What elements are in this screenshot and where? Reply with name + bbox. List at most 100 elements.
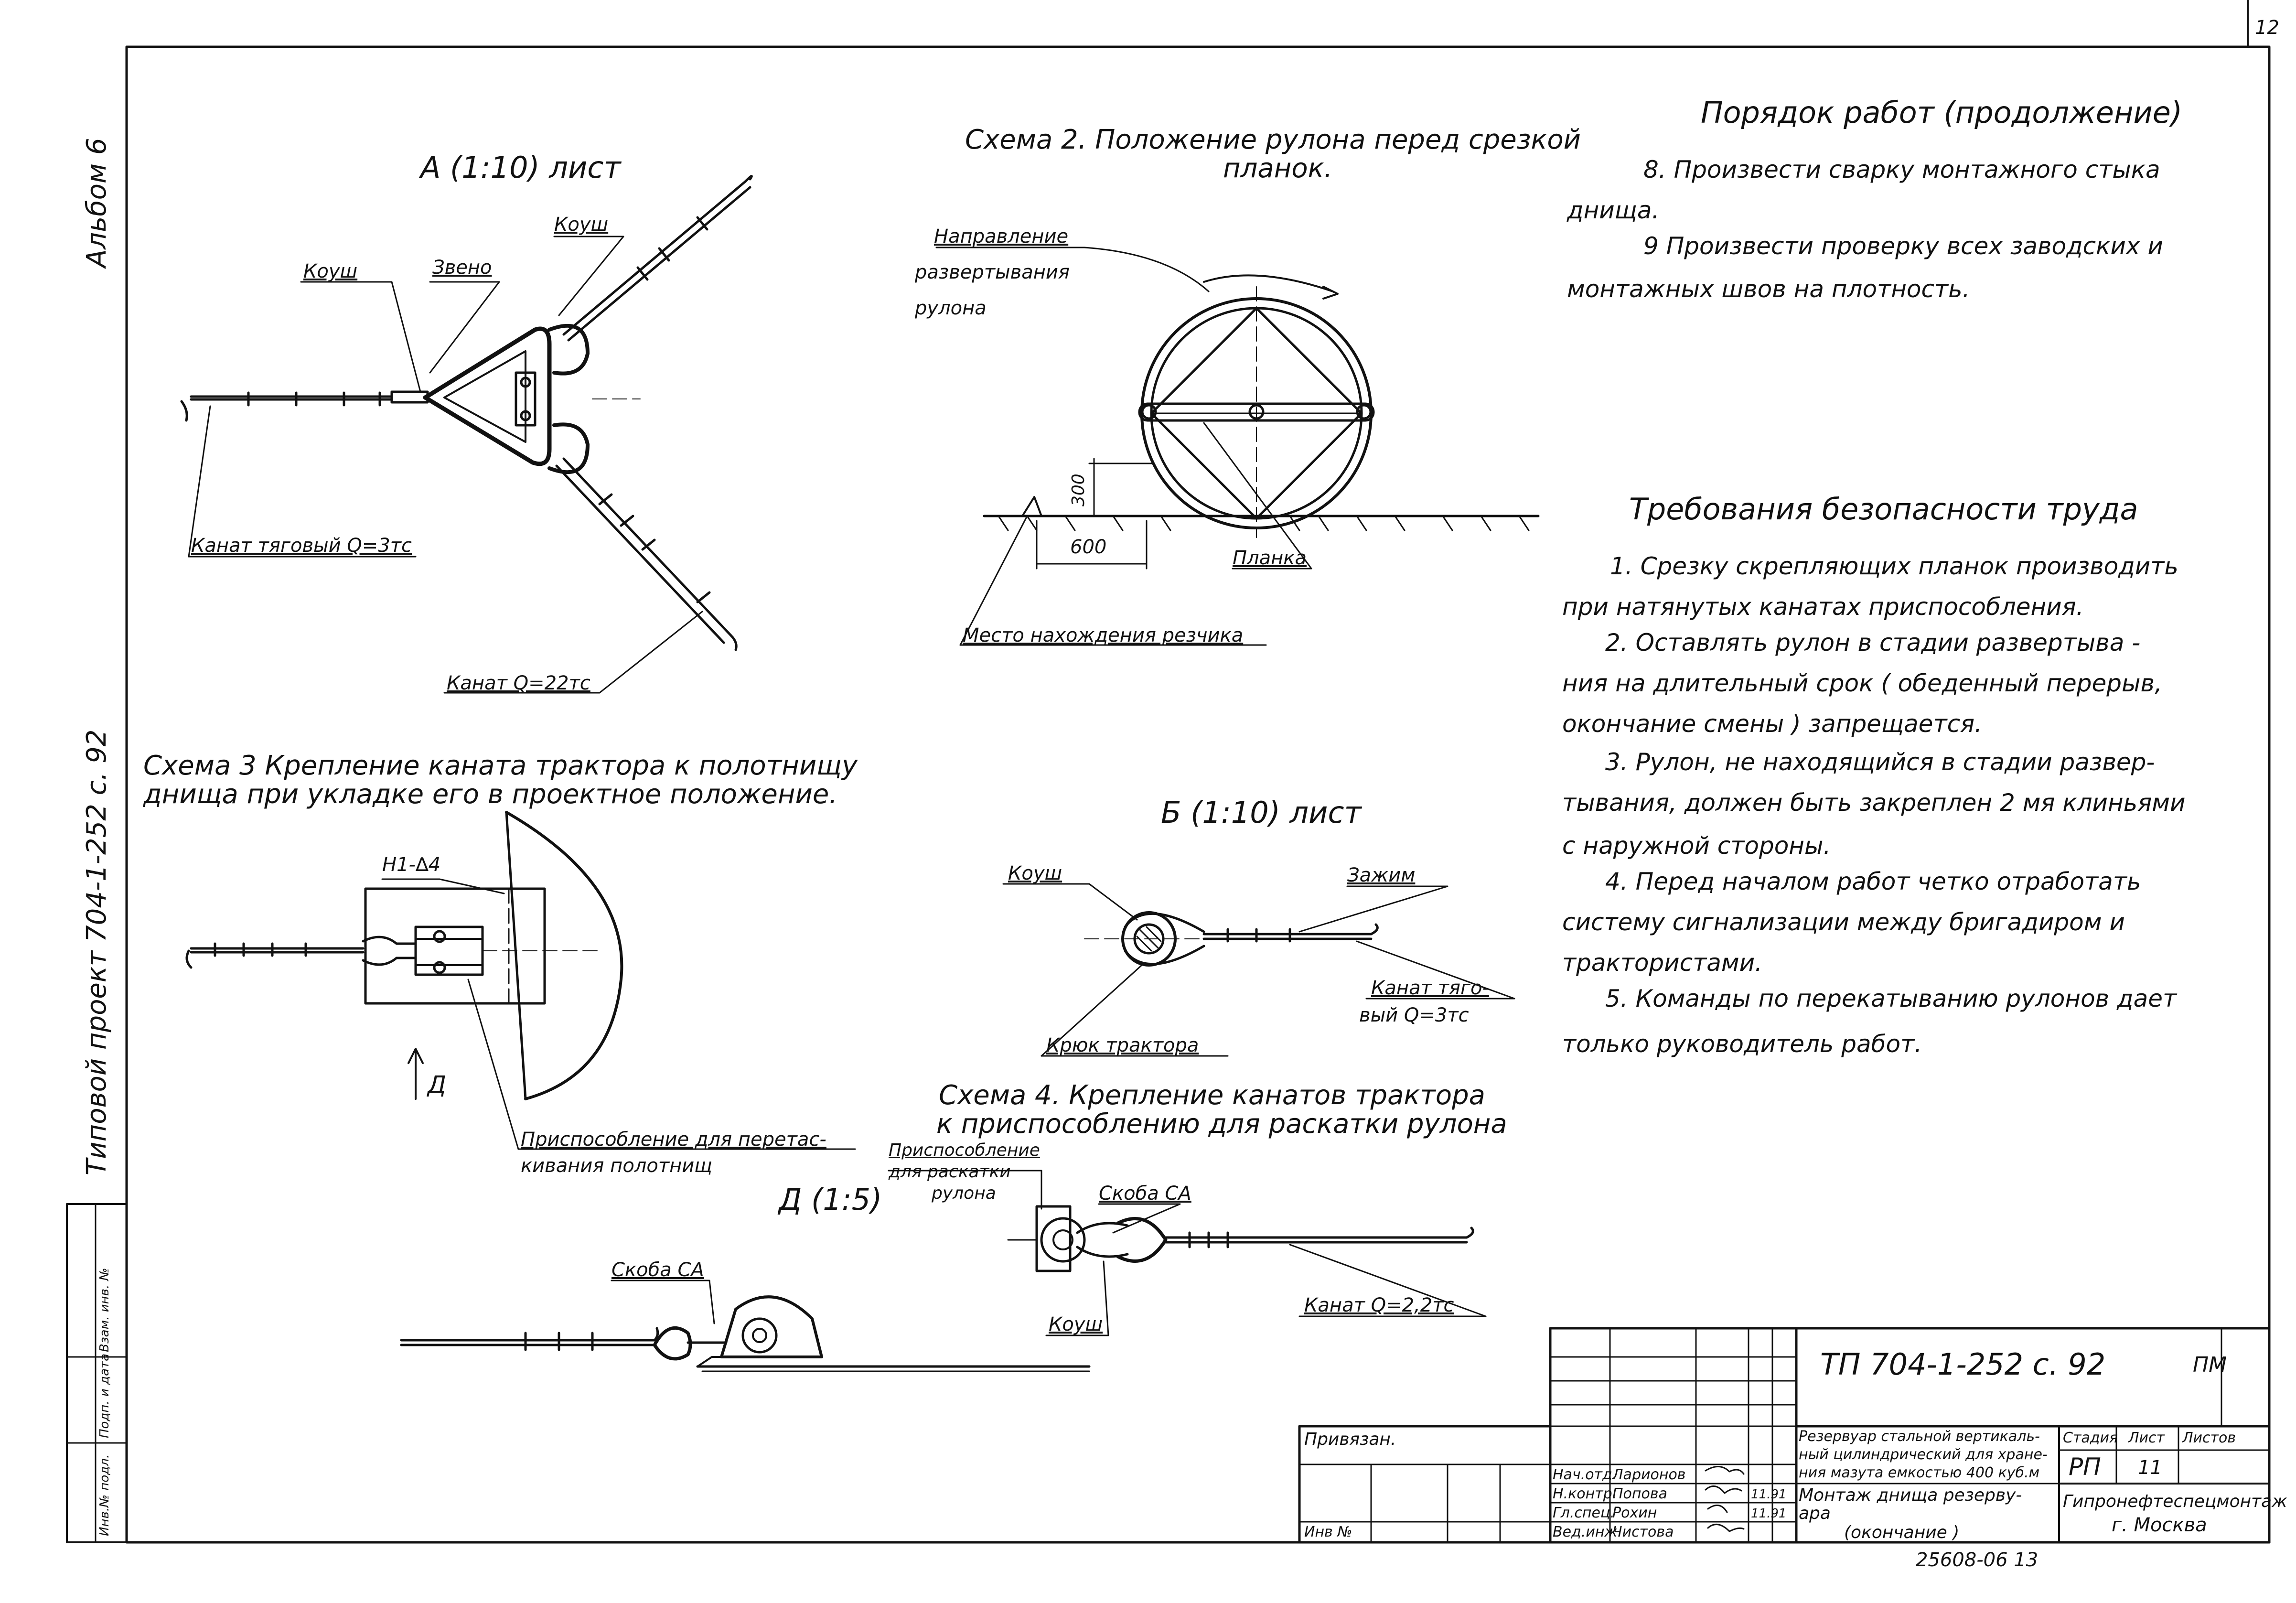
detail-b-label-rope-2: вый Q=3тс	[1359, 1004, 1469, 1026]
sheet-number: 12	[2255, 17, 2279, 39]
detail-b-label-clamp: Зажим	[1347, 864, 1416, 886]
staff-role-2: Н.контр.	[1553, 1485, 1617, 1502]
scheme-4-title-line2: к приспособлению для раскатки рулона	[936, 1108, 1507, 1140]
sheet-value: 11	[2138, 1457, 2162, 1479]
procedure-line-2: днища.	[1567, 196, 1660, 224]
safety-heading: Требования безопасности труда	[1629, 492, 2138, 527]
scheme-2-dim-300: 300	[1069, 473, 1088, 506]
staff-role-3: Гл.спец.	[1553, 1505, 1615, 1521]
title-block-mark: ПМ	[2193, 1353, 2227, 1377]
scheme-2-direction-1: Направление	[934, 226, 1069, 247]
scheme-2-plank-label: Планка	[1233, 547, 1307, 569]
scheme-2-direction-3: рулона	[915, 297, 987, 319]
detail-d-bracket-label: Скоба СА	[612, 1259, 704, 1281]
procedure-line-4: монтажных швов на плотность.	[1567, 275, 1970, 303]
title-block-code: ТП 704-1-252 с. 92	[1820, 1347, 2106, 1382]
detail-b-label-thimble: Коуш	[1008, 862, 1062, 884]
scheme-3-title-line1: Схема 3 Крепление каната трактора к поло…	[143, 750, 858, 781]
drawing-frame	[125, 45, 2271, 1544]
title-block-attached: Привязан.	[1304, 1430, 1396, 1449]
detail-a-label-traction-rope: Канат тяговый Q=3тс	[191, 535, 412, 557]
detail-a-title: А (1:10) лист	[420, 150, 621, 185]
safety-line-10: систему сигнализации между бригадиром и	[1562, 908, 2125, 936]
side-cell-inv: Инв.№ подл.	[97, 1454, 112, 1536]
drawing-name-1: Монтаж днища резерву-	[1799, 1485, 2022, 1505]
detail-a-label-thimble-left: Коуш	[303, 260, 358, 282]
scheme-4-device-1: Приспособление	[889, 1140, 1040, 1160]
detail-a-label-rope: Канат Q=22тс	[447, 672, 590, 694]
title-block-inv: Инв №	[1304, 1524, 1352, 1540]
scheme-2-direction-2: развертывания	[915, 261, 1070, 283]
safety-line-6: 3. Рулон, не находящийся в стадии развер…	[1605, 748, 2155, 776]
staff-date-2: 11.91	[1751, 1487, 1787, 1502]
sheet-header: Лист	[2128, 1430, 2165, 1446]
scheme-2-title-line2: планок.	[1223, 153, 1333, 184]
staff-role-4: Вед.инж.	[1553, 1524, 1622, 1540]
detail-a-drawing	[180, 175, 753, 694]
staff-role-1: Нач.отд.	[1553, 1466, 1617, 1483]
procedure-line-3: 9 Произвести проверку всех заводских и	[1643, 232, 2163, 260]
safety-line-9: 4. Перед началом работ четко отработать	[1605, 868, 2141, 895]
scheme-4-bracket-label: Скоба СА	[1099, 1183, 1191, 1205]
detail-b-label-rope-1: Канат тяго-	[1371, 977, 1489, 999]
scheme-2-cutter-label: Место нахождения резчика	[963, 624, 1244, 646]
scheme-3-title-line2: днища при укладке его в проектное положе…	[143, 779, 838, 810]
scheme-4-rope-label: Канат Q=2,2тс	[1304, 1294, 1454, 1316]
scheme-3-drawing	[185, 811, 856, 1150]
object-name-3: ния мазута емкостью 400 куб.м	[1799, 1464, 2040, 1481]
object-name-2: ный цилиндрический для хране-	[1799, 1446, 2048, 1463]
scheme-4-device-3: рулона	[932, 1183, 996, 1203]
safety-line-3: 2. Оставлять рулон в стадии развертыва -	[1605, 629, 2141, 656]
staff-name-1: Ларионов	[1612, 1466, 1686, 1483]
stage-header: Стадия	[2063, 1430, 2118, 1446]
scheme-2-dim-600: 600	[1070, 536, 1107, 558]
scheme-3-view-label: Д	[428, 1071, 447, 1098]
side-stamp-box	[66, 1203, 128, 1543]
safety-line-11: трактористами.	[1562, 949, 1763, 977]
drawing-name-3: (окончание )	[1844, 1523, 1960, 1542]
staff-name-4: Чистова	[1612, 1524, 1674, 1540]
object-name-1: Резервуар стальной вертикаль-	[1799, 1428, 2040, 1445]
detail-b-title: Б (1:10) лист	[1161, 795, 1362, 830]
drawing-name-2: ара	[1799, 1504, 1831, 1523]
scheme-3-device-line1: Приспособление для перетас-	[521, 1129, 826, 1151]
safety-line-12: 5. Команды по перекатыванию рулонов дает	[1605, 985, 2177, 1012]
side-cell-sign: Подп. и дата	[97, 1353, 112, 1438]
scheme-2-title-line1: Схема 2. Положение рулона перед срезкой	[965, 124, 1581, 155]
scheme-4-title-line1: Схема 4. Крепление канатов трактора	[939, 1080, 1485, 1111]
safety-line-2: при натянутых канатах приспособления.	[1562, 593, 2084, 621]
detail-a-label-thimble-top: Коуш	[554, 214, 609, 236]
safety-line-8: с наружной стороны.	[1562, 832, 1831, 860]
title-block-lines	[1298, 1327, 2271, 1544]
scheme-3-weld-label: Н1-∆4	[382, 854, 441, 876]
detail-d-title: Д (1:5)	[779, 1182, 882, 1217]
organization-city: г. Москва	[2112, 1514, 2207, 1536]
scheme-4-drawing	[888, 1170, 1487, 1336]
project-label: Типовой проект 704-1-252 с. 92	[81, 729, 112, 1175]
safety-line-13: только руководитель работ.	[1562, 1030, 1922, 1058]
detail-b-label-hook: Крюк трактора	[1046, 1034, 1199, 1056]
detail-d-drawing	[400, 1280, 1091, 1372]
scheme-2-drawing	[935, 247, 1540, 646]
organization-name: Гипронефтеспецмонтаж	[2063, 1492, 2287, 1511]
staff-name-2: Попова	[1612, 1485, 1667, 1502]
staff-date-3: 11.91	[1751, 1506, 1787, 1521]
archive-number: 25608-06 13	[1916, 1549, 2039, 1571]
procedure-heading: Порядок работ (продолжение)	[1701, 95, 2183, 130]
safety-line-4: ния на длительный срок ( обеденный перер…	[1562, 669, 2162, 697]
scheme-3-device-line2: кивания полотнищ	[521, 1155, 712, 1177]
scheme-4-device-2: для раскатки	[889, 1162, 1011, 1182]
sheets-header: Листов	[2182, 1430, 2236, 1446]
detail-b-drawing	[1002, 883, 1515, 1057]
safety-line-7: тывания, должен быть закреплен 2 мя клин…	[1562, 789, 2186, 817]
staff-name-3: Рохин	[1612, 1505, 1657, 1521]
stage-value: РП	[2069, 1453, 2101, 1481]
detail-a-label-link: Звено	[432, 257, 492, 279]
scheme-4-thimble-label: Коуш	[1049, 1313, 1103, 1335]
safety-line-5: окончание смены ) запрещается.	[1562, 710, 1983, 738]
side-cell-replace: Взам. инв. №	[97, 1268, 112, 1352]
procedure-line-1: 8. Произвести сварку монтажного стыка	[1643, 156, 2160, 183]
album-label: Альбом 6	[81, 138, 112, 268]
safety-line-1: 1. Срезку скрепляющих планок производить	[1610, 552, 2178, 580]
